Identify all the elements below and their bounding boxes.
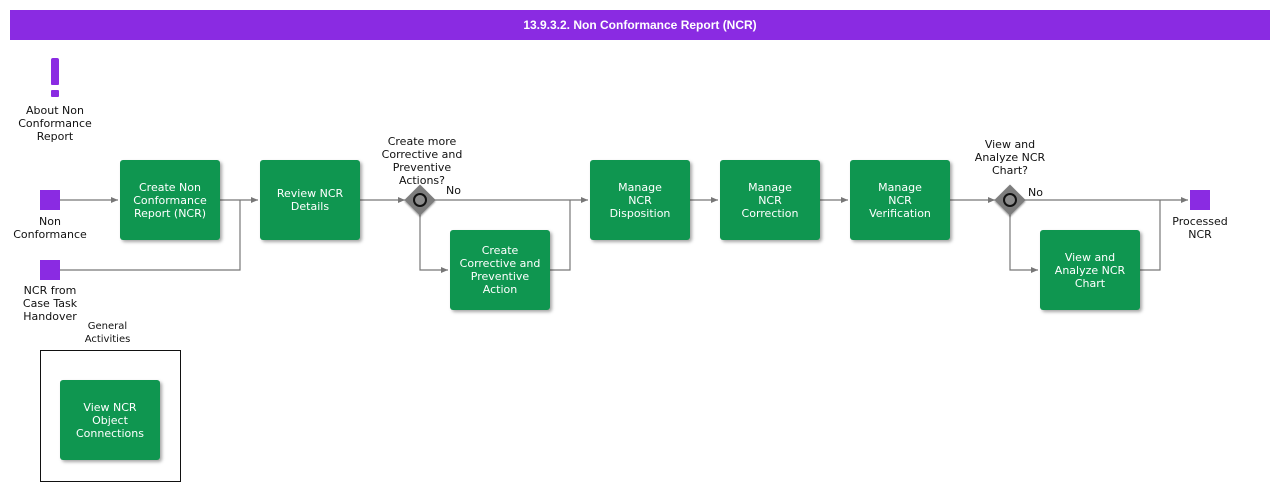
task-create-capa[interactable]: Create Corrective and Preventive Action [450, 230, 550, 310]
flow-capa-to-disposition [550, 200, 571, 271]
flow-handover-to-review [60, 200, 241, 271]
start-event-case-handover-label: NCR from Case Task Handover [22, 284, 78, 323]
end-event-processed-ncr[interactable] [1190, 190, 1210, 210]
start-event-non-conformance-label: Non Conformance [13, 215, 87, 241]
start-event-non-conformance[interactable] [40, 190, 60, 210]
flow-gateway2-to-chart [1009, 214, 1038, 273]
task-review-ncr-details[interactable]: Review NCR Details [260, 160, 360, 240]
gateway-chart-question: View and Analyze NCR Chart? [974, 138, 1046, 177]
gateway-capa-marker-icon [413, 193, 427, 207]
task-manage-verification[interactable]: Manage NCR Verification [850, 160, 950, 240]
task-view-analyze-chart[interactable]: View and Analyze NCR Chart [1040, 230, 1140, 310]
task-manage-disposition[interactable]: Manage NCR Disposition [590, 160, 690, 240]
end-event-processed-ncr-label: Processed NCR [1172, 215, 1228, 241]
gateway-chart-no-label: No [1028, 186, 1043, 199]
flow-gateway-to-capa [419, 214, 448, 273]
general-activities-group [40, 350, 181, 482]
task-view-object-connections[interactable]: View NCR Object Connections [60, 380, 160, 460]
gateway-capa-no-label: No [446, 184, 461, 197]
group-title: General Activities [84, 321, 131, 345]
task-create-ncr[interactable]: Create Non Conformance Report (NCR) [120, 160, 220, 240]
exclamation-icon[interactable] [50, 58, 60, 98]
gateway-chart-marker-icon [1003, 193, 1017, 207]
flow-chart-to-end [1140, 200, 1161, 271]
start-event-case-handover[interactable] [40, 260, 60, 280]
gateway-capa-question: Create more Corrective and Preventive Ac… [381, 135, 463, 187]
task-manage-correction[interactable]: Manage NCR Correction [720, 160, 820, 240]
about-label[interactable]: About Non Conformance Report [18, 104, 92, 143]
diagram-title: 13.9.3.2. Non Conformance Report (NCR) [10, 10, 1270, 40]
